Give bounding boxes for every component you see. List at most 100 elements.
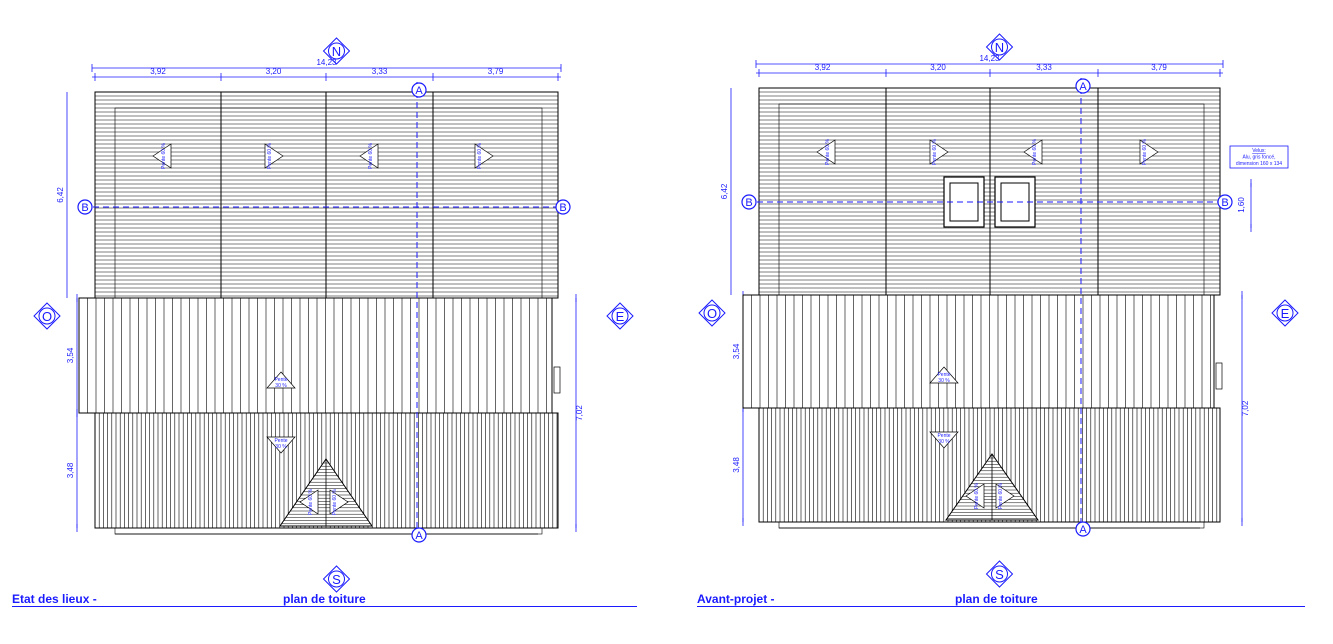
velux-note-line: dimension 160 x 134 — [1236, 161, 1282, 167]
compass-diamond — [698, 299, 726, 327]
gutter-box — [553, 366, 561, 394]
roof-middle-hatching — [87, 298, 547, 413]
compass-letter: S — [995, 567, 1004, 582]
compass-diamond — [985, 33, 1014, 61]
compass-west: O — [698, 299, 726, 327]
title-underline-left — [12, 606, 637, 607]
roof-middle-hatching — [751, 295, 1211, 408]
section-marker-a-top: A — [1075, 78, 1091, 94]
pente-value: 30 % — [938, 439, 950, 445]
section-marker-letter: B — [1221, 197, 1228, 209]
pente-marker: Pente 60 % — [152, 143, 172, 169]
velux-note-line: Velux: — [1252, 148, 1266, 154]
pente-label: Pente 60 % — [932, 139, 938, 165]
roof-middle — [78, 297, 553, 414]
dim-lower-height: 3,48 — [66, 462, 75, 478]
dim-right-height: 7,02 — [575, 405, 584, 421]
gutter-box — [1215, 362, 1223, 390]
dim-upper-height: 6,42 — [720, 183, 729, 199]
dim-upper-height: 6,42 — [56, 187, 65, 203]
compass-circle — [703, 304, 721, 322]
section-marker-letter: A — [415, 530, 423, 542]
pente-label: Pente 60 % — [1032, 139, 1038, 165]
dormer — [945, 453, 1039, 521]
dim-segment-width: 3,92 — [150, 67, 166, 76]
pente-triangle — [474, 143, 494, 169]
compass-circle — [1276, 304, 1294, 322]
pente-marker: Pente 60 % — [929, 139, 949, 165]
section-marker-circle — [1075, 78, 1091, 94]
pente-triangle — [264, 143, 284, 169]
section-marker-letter: B — [81, 202, 88, 214]
compass-circle — [328, 570, 345, 588]
compass-circle — [328, 42, 345, 60]
compass-circle — [991, 38, 1008, 56]
compass-letter: S — [332, 572, 341, 587]
compass-letter: N — [332, 44, 341, 59]
pente-marker: Pente 60 % — [995, 483, 1015, 509]
compass-letter: E — [1281, 306, 1290, 321]
dormer — [279, 458, 373, 527]
compass-circle — [38, 307, 56, 325]
section-marker-circle — [411, 82, 427, 98]
compass-letter: O — [42, 309, 52, 324]
pente-value: 30 % — [275, 383, 287, 389]
dim-mid-height: 3,54 — [732, 343, 741, 359]
section-marker-circle — [555, 199, 571, 215]
pente-triangle — [995, 483, 1015, 509]
section-marker-b-right: B — [1217, 194, 1233, 210]
section-marker-circle — [741, 194, 757, 210]
section-marker-b-left: B — [741, 194, 757, 210]
compass-south: S — [985, 560, 1014, 588]
pente-label: Pente 60 % — [477, 143, 483, 169]
title-right-project: Avant-projet - — [697, 592, 775, 606]
compass-east: E — [1271, 299, 1299, 327]
dim-segment-width: 3,20 — [266, 67, 282, 76]
section-marker-a-bottom: A — [411, 527, 427, 543]
pente-marker: Pente 60 % — [359, 143, 379, 169]
pente-label: Pente 60 % — [1142, 139, 1148, 165]
pente-triangle — [1023, 139, 1043, 165]
dim-segment-width: 3,33 — [1036, 63, 1052, 72]
velux-note-line: Alu, gris foncé, — [1242, 155, 1275, 161]
pente-triangle — [329, 489, 349, 515]
pente-marker: Pente 60 % — [264, 143, 284, 169]
section-marker-b-right: B — [555, 199, 571, 215]
pente-triangle — [929, 139, 949, 165]
section-marker-letter: B — [745, 197, 752, 209]
pente-value: 30 % — [938, 378, 950, 384]
pente-label: Pente 60 % — [825, 139, 831, 165]
roof-middle — [742, 294, 1215, 409]
dim-velux-height: 1,60 — [1237, 197, 1246, 213]
section-marker-circle — [1217, 194, 1233, 210]
title-underline-right — [697, 606, 1305, 607]
compass-diamond — [606, 302, 634, 330]
pente-triangle — [929, 366, 959, 384]
compass-west: O — [33, 302, 61, 330]
pente-label: Pente — [937, 433, 950, 439]
pente-marker: Pente 60 % — [816, 139, 836, 165]
compass-north: N — [985, 33, 1014, 61]
section-marker-letter: A — [1079, 81, 1087, 93]
compass-letter: E — [616, 309, 625, 324]
pente-triangle — [965, 483, 985, 509]
dim-total-width: 14,23 — [316, 58, 337, 67]
pente-value: 30 % — [275, 444, 287, 450]
dim-lower-height: 3,48 — [732, 457, 741, 473]
compass-diamond — [985, 560, 1014, 588]
pente-triangle — [929, 431, 959, 449]
section-marker-b-left: B — [77, 199, 93, 215]
pente-marker: Pente 60 % — [299, 489, 319, 515]
pente-marker: Pente 60 % — [1023, 139, 1043, 165]
pente-triangle — [1139, 139, 1159, 165]
pente-triangle — [816, 139, 836, 165]
compass-east: E — [606, 302, 634, 330]
compass-letter: O — [707, 306, 717, 321]
dim-segment-width: 3,79 — [1151, 63, 1167, 72]
section-marker-letter: A — [1079, 524, 1087, 536]
